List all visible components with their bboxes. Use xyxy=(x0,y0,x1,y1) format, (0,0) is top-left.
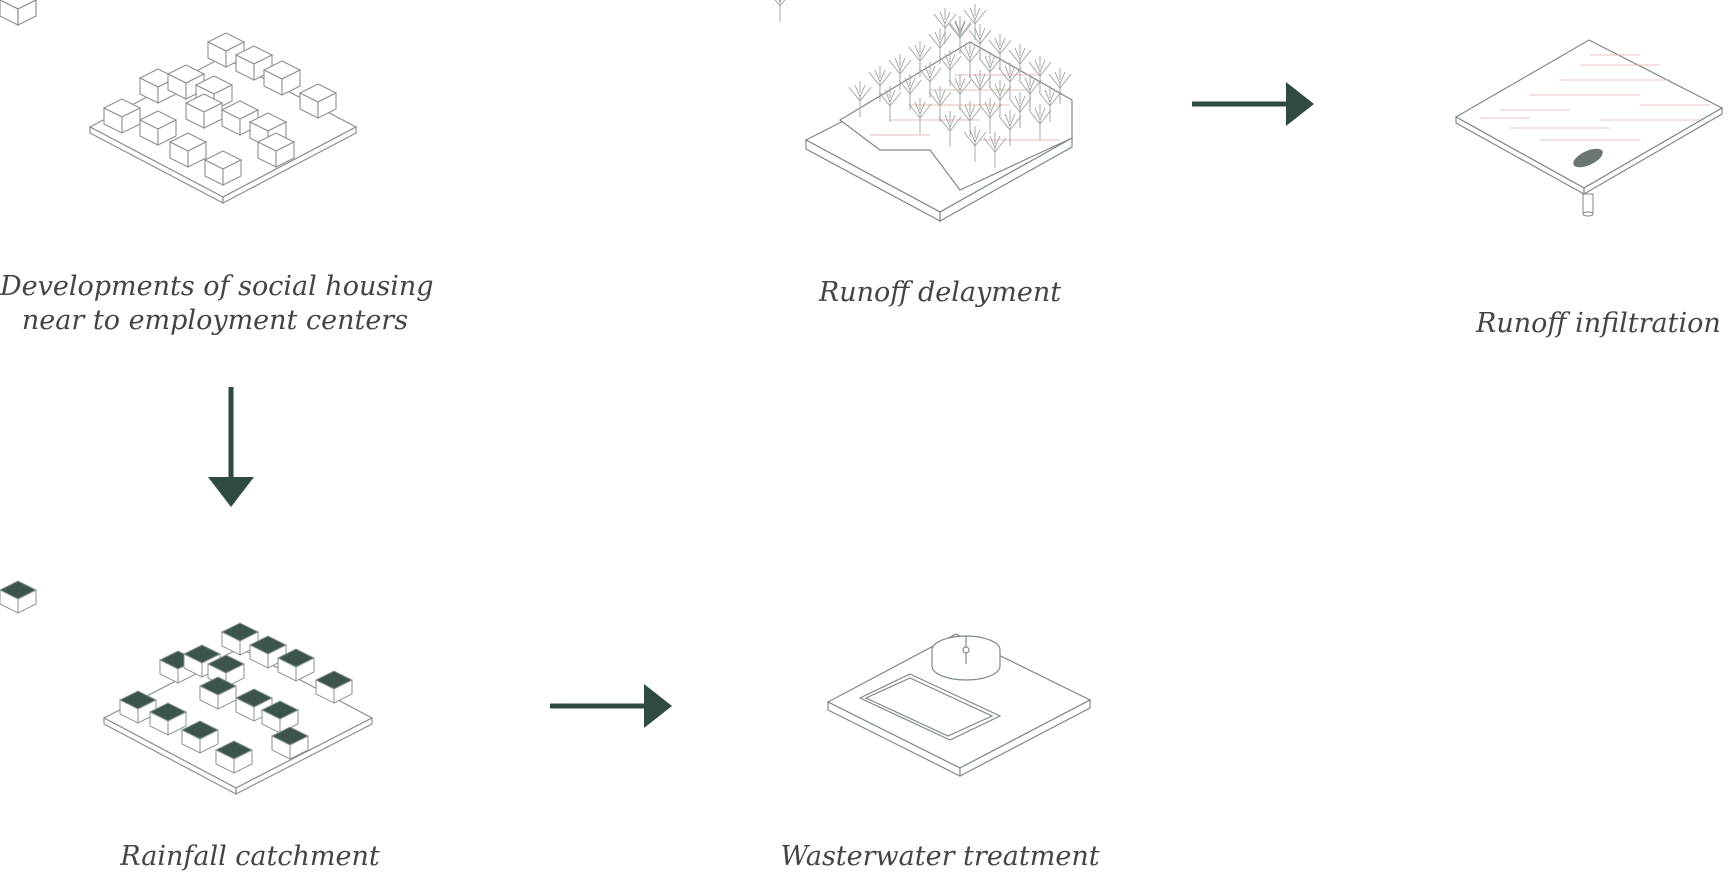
label-runoff-delayment: Runoff delayment xyxy=(818,277,1062,308)
label-runoff-infiltration: Runoff infiltration xyxy=(1476,308,1721,339)
label-rainfall-catchment: Rainfall catchment xyxy=(120,841,380,872)
node-rainfall-catchment: Rainfall catchment xyxy=(0,580,520,879)
isometric-infiltration-slab-icon xyxy=(1454,39,1724,217)
arrow-housing-to-catchment xyxy=(208,387,254,507)
node-wastewater-treatment: Wasterwater treatment xyxy=(780,590,1100,879)
isometric-housing-blocks-icon xyxy=(0,0,358,204)
arrow-delayment-to-infiltration xyxy=(1192,82,1314,126)
isometric-treatment-plant-icon xyxy=(826,633,1092,777)
isometric-forest-terrain-icon xyxy=(774,0,1074,223)
node-social-housing: Developments of social housing near to e… xyxy=(0,0,434,340)
node-runoff-infiltration: Runoff infiltration xyxy=(1440,0,1729,340)
label-wastewater-treatment: Wasterwater treatment xyxy=(780,841,1100,872)
arrow-catchment-to-wastewater xyxy=(550,684,672,728)
isometric-green-roof-blocks-icon xyxy=(0,580,374,795)
label-social-housing: Developments of social housing near to e… xyxy=(0,271,434,336)
node-runoff-delayment: Runoff delayment xyxy=(774,0,1100,320)
